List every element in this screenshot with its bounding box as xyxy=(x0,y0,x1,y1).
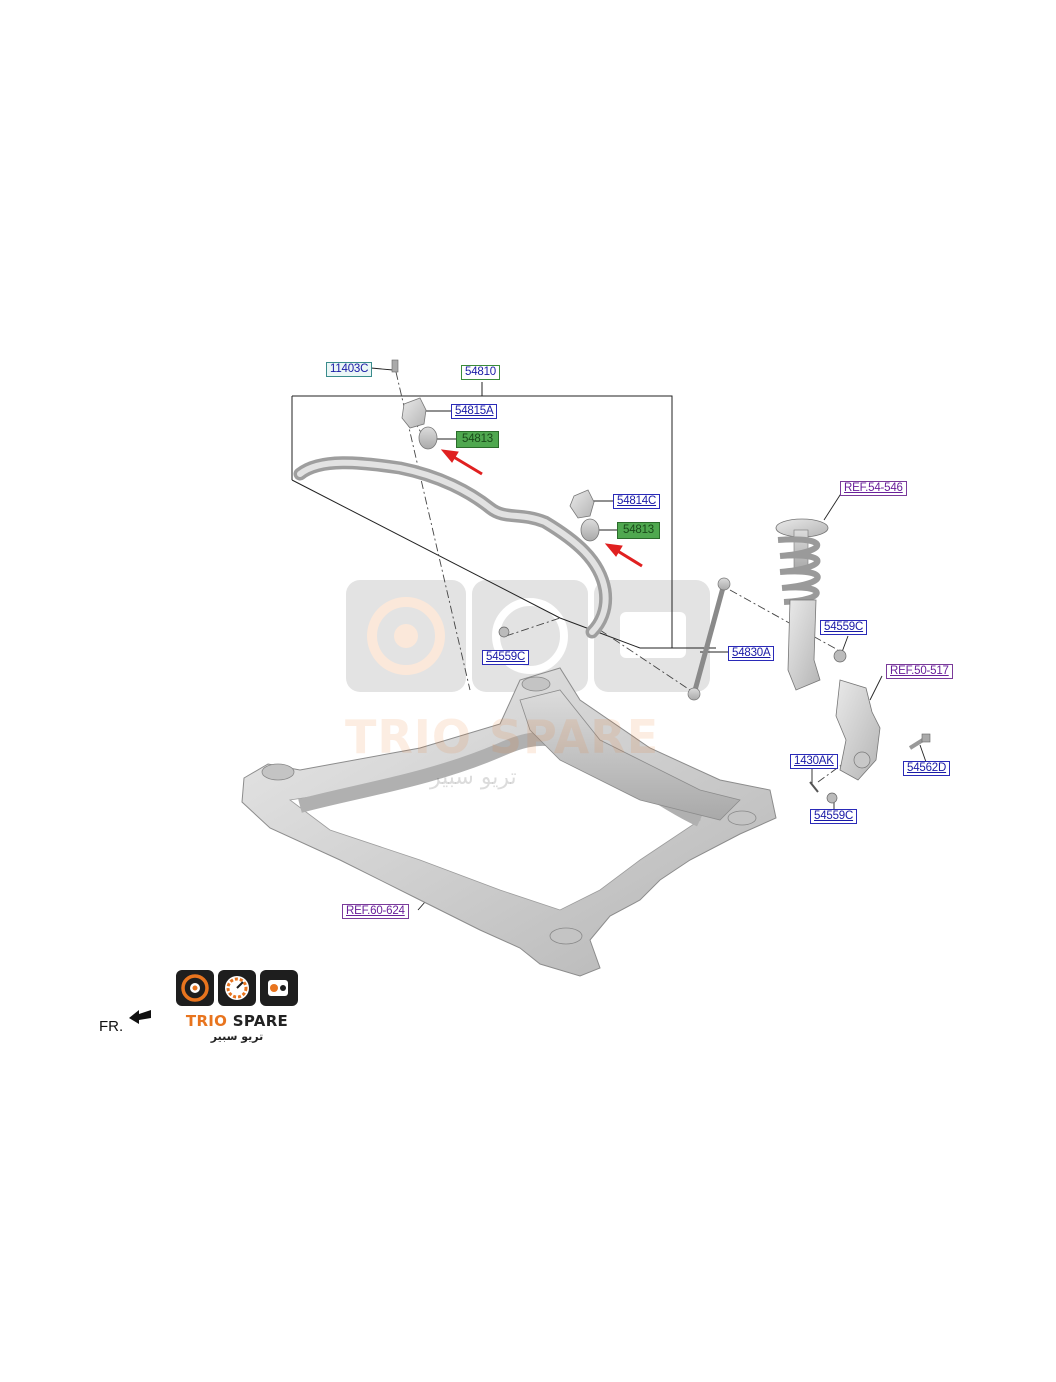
red-arrows xyxy=(440,449,643,568)
nut-54559c-top xyxy=(833,649,847,663)
nut-54559c-left xyxy=(498,626,510,638)
bushing-54813-top xyxy=(418,426,438,450)
steering-knuckle xyxy=(835,679,881,781)
label-1430ak: 1430AK xyxy=(790,754,838,769)
label-ref-54-546: REF.54-546 xyxy=(840,481,907,496)
watermark-logo xyxy=(346,580,710,692)
brand-arabic-name: تريو سبير xyxy=(210,1030,264,1043)
bracket-54814c xyxy=(569,489,595,519)
label-54562d: 54562D xyxy=(903,761,951,776)
callout-lines xyxy=(370,367,927,911)
label-54559c-left: 54559C xyxy=(482,650,530,665)
label-ref-60-624: REF.60-624 xyxy=(342,904,409,919)
label-54559c-bottom: 54559C xyxy=(810,809,858,824)
label-ref-50-517: REF.50-517 xyxy=(886,664,953,679)
bolt-54562d xyxy=(908,733,931,750)
stabilizer-group-outline xyxy=(291,382,716,649)
label-54814c: 54814C xyxy=(613,494,661,509)
watermark-brand-name: TRIO SPARE xyxy=(345,710,660,764)
label-54810: 54810 xyxy=(461,365,500,380)
subframe-crossmember xyxy=(241,667,777,977)
brand-name: TRIO SPARE xyxy=(185,1012,289,1030)
stabilizer-link-54830a xyxy=(687,577,731,701)
stabilizer-bar xyxy=(293,456,613,639)
bushing-54813-right xyxy=(580,518,600,542)
bolt-11403c xyxy=(391,359,399,373)
watermark-brand-arabic: تريو سبير xyxy=(430,765,517,790)
label-54815a: 54815A xyxy=(451,404,498,419)
brand-logo xyxy=(176,970,298,1006)
bracket-54815a xyxy=(401,397,427,429)
strut-assembly xyxy=(775,518,829,691)
label-11403c: 11403C xyxy=(326,362,373,377)
front-direction-arrow-icon xyxy=(129,1010,151,1024)
label-54813-top: 54813 xyxy=(456,431,499,448)
label-54830a: 54830A xyxy=(728,646,775,661)
label-54813-right: 54813 xyxy=(617,522,660,539)
nut-54559c-bottom xyxy=(826,792,838,804)
label-54559c-top: 54559C xyxy=(820,620,868,635)
bolt-1430ak xyxy=(809,781,819,793)
front-direction-label: FR. xyxy=(99,1018,124,1035)
